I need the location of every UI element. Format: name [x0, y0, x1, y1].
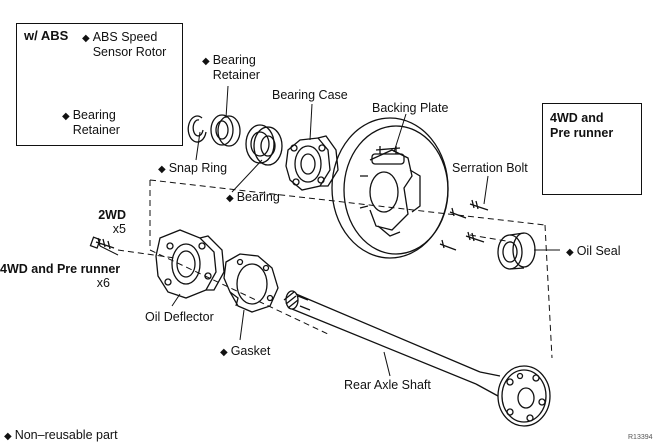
serration-bolt-label: Serration Bolt: [452, 161, 528, 175]
bearing-case-part: [285, 135, 339, 191]
bearing-label: ◆Bearing: [226, 190, 280, 204]
non-reusable-marker: ◆: [566, 247, 574, 258]
non-reusable-marker: ◆: [202, 56, 210, 67]
bearing-case-label: Bearing Case: [272, 88, 348, 102]
qty-2wd-value: x5: [112, 222, 126, 236]
qty-2wd-label: 2WD: [98, 208, 126, 222]
figure-code: R13394: [628, 434, 653, 441]
abs-box-title: w/ ABS: [24, 28, 69, 43]
legend-non-reusable: ◆Non–reusable part: [4, 428, 118, 442]
oil-deflector-part: [155, 229, 225, 299]
non-reusable-marker: ◆: [62, 111, 70, 122]
non-reusable-marker: ◆: [82, 33, 90, 44]
oil-deflector-label: Oil Deflector: [145, 310, 214, 324]
backing-plate-part: [331, 117, 449, 259]
snap-ring-part: [187, 115, 207, 143]
assembly-guide-lines: [117, 179, 553, 359]
bearing-retainer-part: [210, 114, 241, 147]
hub-bolt-part: [89, 236, 115, 250]
oil-seal-part: [497, 232, 536, 270]
non-reusable-marker: ◆: [220, 347, 228, 358]
box-4wd-title: 4WD and Pre runner: [550, 111, 614, 140]
qty-4wd-label: 4WD and Pre runner: [0, 262, 121, 276]
non-reusable-marker: ◆: [4, 431, 12, 442]
bearing-retainer-label: ◆Bearing Retainer: [202, 53, 260, 82]
gasket-label: ◆Gasket: [220, 344, 271, 358]
abs-bearing-retainer-label: ◆Bearing Retainer: [62, 108, 120, 137]
abs-speed-sensor-rotor-label: ◆ABS Speed Sensor Rotor: [82, 30, 167, 59]
abs-option-box: [16, 23, 183, 146]
box-4wd-option: [542, 103, 642, 195]
non-reusable-marker: ◆: [226, 193, 234, 204]
non-reusable-marker: ◆: [158, 164, 166, 175]
rear-axle-shaft-label: Rear Axle Shaft: [344, 378, 431, 392]
qty-4wd-value: x6: [96, 276, 110, 290]
serration-bolts-part: [439, 199, 489, 251]
gasket-part: [223, 253, 279, 313]
backing-plate-label: Backing Plate: [372, 101, 449, 115]
rear-axle-shaft-part: [283, 290, 551, 427]
oil-seal-label: ◆Oil Seal: [566, 244, 621, 258]
bearing-part: [245, 124, 283, 166]
snap-ring-label: ◆Snap Ring: [158, 161, 228, 175]
